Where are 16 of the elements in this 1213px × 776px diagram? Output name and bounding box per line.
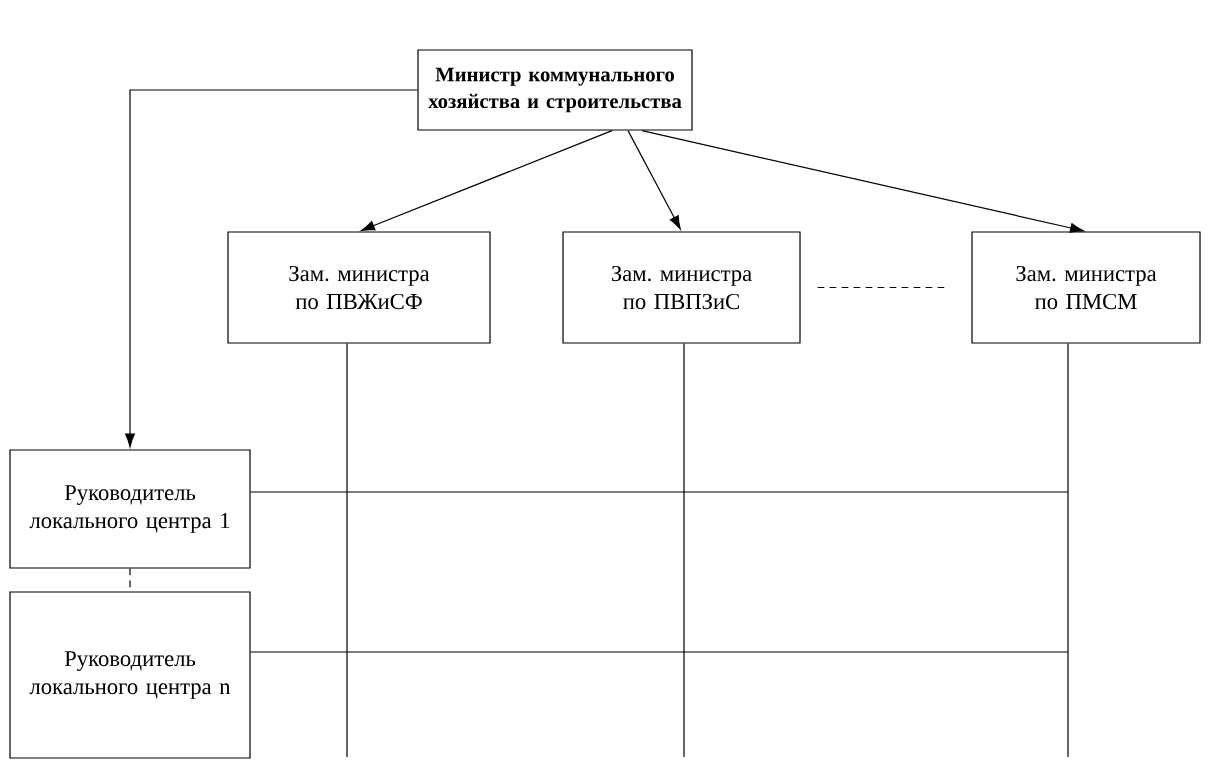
connector-line (1067, 343, 1069, 758)
arrow (360, 130, 613, 231)
connector-line (250, 491, 1069, 493)
connector-line (346, 343, 348, 758)
deputy-box: Зам. министра по ПВЖиСФ (227, 231, 491, 344)
arrow (125, 89, 418, 448)
deputy-box: Зам. министра по ПВПЗиС (562, 231, 801, 344)
connector-line (250, 651, 1069, 653)
arrow (627, 130, 681, 230)
manager-box: Руководитель локального центра 1 (9, 449, 251, 569)
connector-line (683, 343, 685, 758)
connector-line (817, 286, 945, 289)
deputy-box: Зам. министра по ПМСМ (971, 231, 1201, 344)
arrow (641, 130, 1084, 233)
manager-box: Руководитель локального центра n (9, 591, 251, 759)
minister-box: Министр коммунального хозяйства и строительства (417, 49, 693, 131)
